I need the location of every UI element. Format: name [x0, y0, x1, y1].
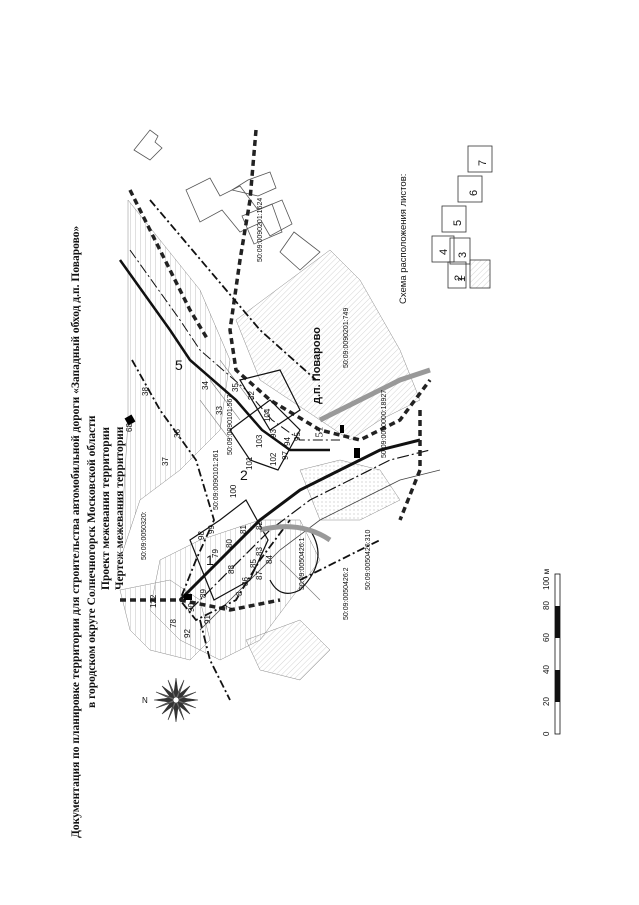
sheet-box-6 [457, 175, 483, 203]
point-label: 33 [215, 406, 224, 415]
cadastral-261: 50:09:0090101:261 [213, 450, 220, 510]
point-label: 37 [161, 457, 170, 466]
sheet-7: 7 [477, 160, 489, 166]
scale-tick-20: 20 [542, 697, 551, 706]
compass-rose-icon: N [142, 677, 199, 723]
point-label: 82 [255, 521, 264, 530]
scale-tick-100: 100 м [542, 569, 551, 590]
road-corridor [118, 249, 441, 631]
point-label: 97 [281, 451, 290, 460]
scale-tick-40: 40 [542, 665, 551, 674]
zone-number-1: 1 [206, 552, 214, 568]
buildings-outline [133, 129, 321, 271]
point-label: 98 [197, 531, 206, 540]
point-label: 92 [183, 629, 192, 638]
point-label: 85 [249, 559, 258, 568]
point-labels: 38 34 35 36 37 68 33 32 104 93 94 95 102… [125, 381, 302, 638]
point-label: 32 [247, 391, 256, 400]
sheet-4: 4 [438, 249, 450, 255]
point-label: 95 [293, 432, 302, 441]
zone-number-5: 5 [175, 357, 183, 373]
point-label: 101 [245, 456, 254, 470]
point-label: 100 [229, 484, 238, 498]
point-label: 83 [255, 547, 264, 556]
cadastral-0426-2: 50:09:0050426:2 [343, 567, 350, 620]
grey-road [259, 367, 431, 543]
point-label: 35 [231, 383, 240, 392]
cadastral-0426-1: 50:09:0050426:1 [299, 537, 306, 590]
cadastral-50320: 50:09:0050320: [141, 511, 148, 560]
schema-title: Схема расположения листов: [398, 174, 409, 304]
sheet-1: 1 [456, 276, 468, 282]
point-label: 88 [227, 565, 236, 574]
sheet-3: 3 [457, 252, 469, 258]
sheet-box-2 [447, 261, 467, 289]
cadastral-567: 50:09:0090101:567 [227, 395, 234, 455]
point-label: 78 [169, 619, 178, 628]
zone-number-2: 2 [240, 467, 248, 483]
scale-tick-60: 60 [542, 633, 551, 642]
village-name: д.п. Поварово [311, 327, 323, 404]
sheet-schema: Схема расположения листов: 1 2 3 4 5 6 7 [398, 145, 493, 304]
point-label: 86 [241, 577, 250, 586]
boundary-dashdot [131, 199, 381, 701]
point-label: 87 [255, 571, 264, 580]
point-label: 89 [199, 589, 208, 598]
cadastral-1624: 50:09:0090201:1624 [257, 198, 264, 262]
point-label: 84 [265, 555, 274, 564]
sheet-box-3 [449, 237, 471, 265]
sheet-box-5 [441, 205, 467, 233]
point-label: 68 [125, 423, 134, 432]
cadastral-18927: 50:09:0000000:18927 [381, 390, 388, 458]
point-label: 99 [207, 525, 216, 534]
point-label: 90 [187, 603, 196, 612]
black-blocks [124, 414, 360, 600]
sheet-6: 6 [468, 190, 480, 196]
point-label: 79 [211, 549, 220, 558]
point-label: 80 [225, 539, 234, 548]
sheet-5: 5 [452, 220, 464, 226]
sheet-box-7 [467, 145, 493, 173]
point-label: 7 [225, 605, 234, 610]
point-label: 36 [173, 429, 182, 438]
point-label: 94 [283, 437, 292, 446]
point-label: 8 [235, 591, 244, 596]
point-label: 38 [141, 387, 150, 396]
compass-north-label: N [142, 696, 148, 705]
cadastral-0426-310: 50:09:0050426:310 [365, 530, 372, 590]
point-label: 34 [201, 381, 210, 390]
point-label: 91 [203, 615, 212, 624]
sheet-2: 2 [453, 275, 465, 281]
cadastral-749: 50:09:0090201:749 [343, 308, 350, 368]
point-label: 103 [255, 434, 264, 448]
scale-tick-80: 80 [542, 601, 551, 610]
point-label: 104 [263, 408, 272, 422]
scale-bar: 0 20 40 60 80 100 м [542, 569, 561, 736]
sheet-box-4 [431, 235, 455, 263]
point-label: 122 [149, 594, 158, 608]
boundary-dashed [120, 129, 432, 612]
sheet-box-1 [469, 259, 491, 289]
scale-tick-0: 0 [542, 731, 551, 736]
point-label: 93 [269, 429, 278, 438]
point-label: 102 [269, 452, 278, 466]
point-label: 81 [239, 525, 248, 534]
hatched-areas [119, 199, 421, 681]
parcel-outlines [189, 369, 319, 601]
